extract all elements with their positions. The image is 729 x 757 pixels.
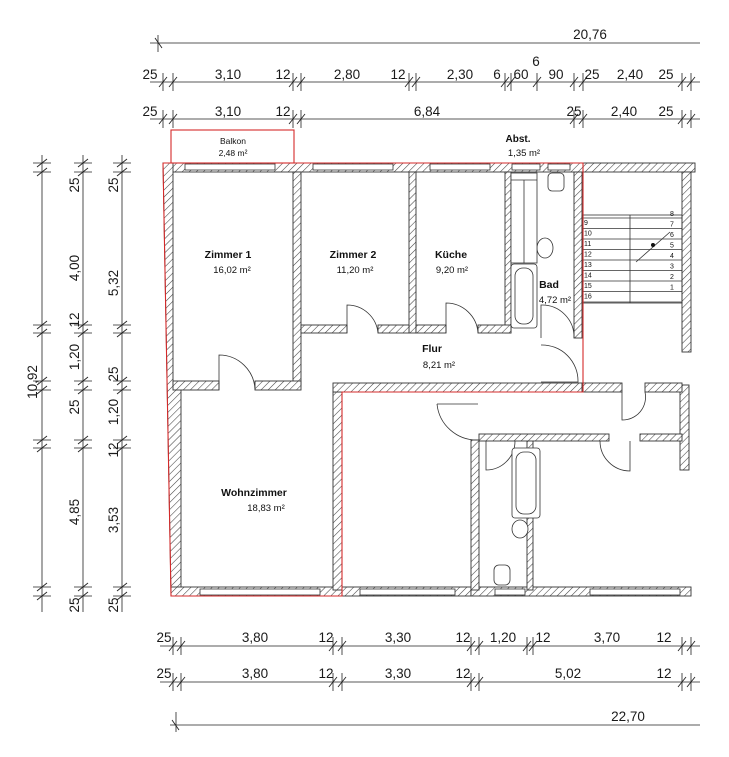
dim-top-r2-5: 2,40 [611,104,637,119]
dim-top-r1-6: 6 [493,67,501,82]
walls [162,162,696,597]
room-area-bad: 4,72 m² [539,295,571,306]
dim-top-r2-4: 25 [566,104,581,119]
dim-bot-r2-1: 3,80 [242,666,268,681]
stair-number: 13 [584,262,592,269]
dim-top-r1-11: 25 [658,67,673,82]
room-name-kueche: Küche [435,249,467,261]
dim-top-r1-10: 2,40 [617,67,643,82]
room-name-zimmer2: Zimmer 2 [330,249,377,261]
dim-left-total: 10,92 [25,365,40,399]
room-area-balkon: 2,48 m² [219,148,248,158]
dim-bot-r1-3: 3,30 [385,630,411,645]
dim-top-r1-8: 90 [548,67,563,82]
dim-left-i-5: 3,53 [106,507,121,533]
dim-left-i-1: 5,32 [106,270,121,296]
stair-number: 11 [584,241,591,248]
stair-number: 4 [670,253,674,260]
dim-top-r1-2: 12 [275,67,290,82]
stair-number: 5 [670,243,674,250]
dim-left-i-6: 25 [106,597,121,612]
staircase [581,214,683,304]
dim-bot-r1-7: 3,70 [594,630,620,645]
stair-number: 2 [670,274,674,281]
stair-number: 8 [670,211,674,218]
dim-bot-r1-5: 1,20 [490,630,516,645]
left-dimension-chain: 10,92 25 4,00 12 1,20 25 4,85 25 25 5,32… [25,155,131,613]
room-name-zimmer1: Zimmer 1 [205,249,252,261]
dim-top-r1-9: 25 [584,67,599,82]
top-dimension-chain: 20,76 25 3,10 12 2,80 12 2,30 6 60 90 25… [142,27,700,128]
dim-top-r2-6: 25 [658,104,673,119]
room-name-flur: Flur [422,343,442,355]
dim-bot-r2-2: 12 [318,666,333,681]
dim-left-o-6: 25 [67,597,82,612]
stair-step-numbers: 9 10 11 12 13 14 15 16 8 7 6 5 4 3 2 1 [584,211,674,301]
dim-left-o-4: 25 [67,399,82,414]
dim-left-i-4: 12 [106,442,121,457]
stair-number: 6 [670,232,674,239]
dim-bot-r1-6: 12 [535,630,550,645]
dim-top-r2-3: 6,84 [414,104,441,119]
dim-left-i-2: 25 [106,366,121,381]
bottom-dimension-chain: 25 3,80 12 3,30 12 1,20 12 3,70 12 25 3,… [156,630,700,732]
dim-bot-r2-0: 25 [156,666,171,681]
stair-number: 3 [670,264,674,271]
room-name-abst: Abst. [506,134,531,145]
room-area-wohnzimmer: 18,83 m² [247,503,285,514]
dim-left-o-0: 25 [67,177,82,192]
stair-number: 12 [584,252,592,259]
stair-number: 14 [584,273,592,280]
stair-number: 9 [584,220,588,227]
dim-top-r1-7: 60 [513,67,528,82]
dim-top-r2-1: 3,10 [215,104,241,119]
dim-top-r1-4: 12 [390,67,405,82]
stair-number: 16 [584,294,592,301]
stair-number: 7 [670,222,674,229]
dim-bot-r2-5: 5,02 [555,666,581,681]
room-area-kueche: 9,20 m² [436,265,468,276]
dim-bottom-overall: 22,70 [611,709,645,724]
dim-left-i-3: 1,20 [106,399,121,425]
room-area-abst: 1,35 m² [508,148,540,159]
dim-bot-r2-4: 12 [455,666,470,681]
dim-top-r1-5: 2,30 [447,67,473,82]
dim-left-o-3: 1,20 [67,344,82,370]
stair-number: 10 [584,231,592,238]
dim-bot-r2-3: 3,30 [385,666,411,681]
room-name-bad: Bad [539,279,559,291]
apartment-outline [162,129,584,597]
dim-top-overall: 20,76 [573,27,607,42]
room-area-flur: 8,21 m² [423,360,455,371]
room-name-balkon: Balkon [220,136,246,146]
dim-left-o-5: 4,85 [67,499,82,525]
room-area-zimmer1: 16,02 m² [213,265,251,276]
dim-bot-r1-4: 12 [455,630,470,645]
stair-number: 15 [584,283,592,290]
dim-top-r1-1: 3,10 [215,67,241,82]
dim-top-r1-extra: 6 [532,54,540,69]
dim-bot-r1-1: 3,80 [242,630,268,645]
dim-top-r1-3: 2,80 [334,67,360,82]
dim-bot-r2-6: 12 [656,666,671,681]
dim-top-r1-0: 25 [142,67,157,82]
room-name-wohnzimmer: Wohnzimmer [221,487,287,499]
dim-top-r2-2: 12 [275,104,290,119]
dim-left-i-0: 25 [106,177,121,192]
dim-bot-r1-0: 25 [156,630,171,645]
room-area-zimmer2: 11,20 m² [337,265,374,276]
fixtures [184,163,681,596]
dim-left-o-1: 4,00 [67,255,82,281]
stair-number: 1 [670,285,674,292]
dim-bot-r1-2: 12 [318,630,333,645]
dim-left-o-2: 12 [67,312,82,327]
dim-top-r2-0: 25 [142,104,157,119]
room-labels: Balkon 2,48 m² Abst. 1,35 m² Zimmer 1 16… [205,134,571,514]
dim-bot-r1-8: 12 [656,630,671,645]
